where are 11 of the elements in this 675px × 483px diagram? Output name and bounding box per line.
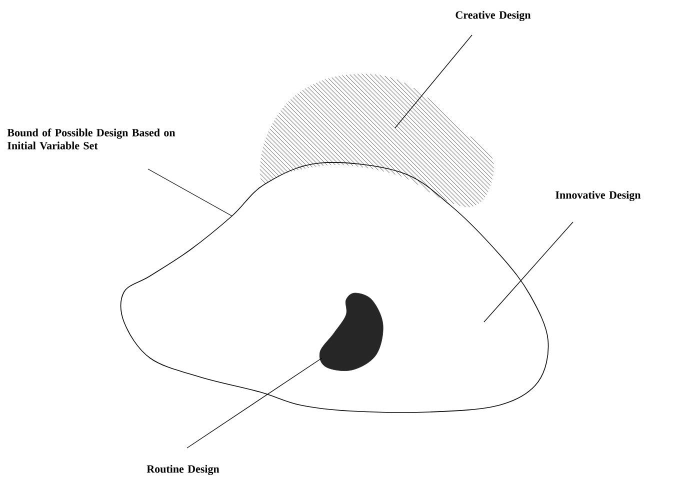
leader-line — [484, 222, 574, 322]
region-outline — [120, 162, 549, 413]
callout-label: Routine Design — [146, 464, 220, 476]
callout-label: Creative Design — [456, 10, 531, 22]
callout-label: Bound of Possible Design Based on Initial Variable Set — [7, 128, 176, 150]
filled-blob — [319, 292, 384, 371]
leader-line — [186, 358, 322, 448]
leader-line — [394, 34, 472, 128]
callout-label: Innovative Design — [556, 190, 641, 202]
hatched-region — [260, 74, 494, 208]
leader-line — [148, 168, 232, 216]
